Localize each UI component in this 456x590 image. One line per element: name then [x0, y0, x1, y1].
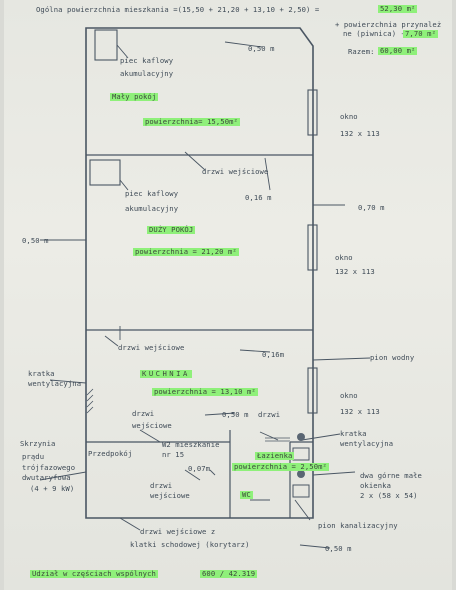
dim-2: 0,16 m	[245, 193, 272, 202]
pipe-markers	[297, 433, 305, 478]
box-label-4: dwutaryfowa	[22, 473, 71, 482]
box-label-1: Skrzynia	[20, 439, 56, 448]
cellar-value: 7,70 m²	[403, 29, 438, 38]
dim-4: 0,50 m	[22, 236, 49, 245]
sewer-pipe-label: pion kanalizacyjny	[318, 521, 398, 530]
window-2-size: 132 x 113	[335, 267, 375, 276]
top-windows-label-3: 2 x (58 x 54)	[360, 491, 418, 500]
dim-7: 0,07m	[188, 464, 211, 473]
window-1-size: 132 x 113	[340, 129, 380, 138]
total-area-label: Ogólna powierzchnia mieszkania =(15,50 +…	[36, 5, 320, 14]
stove-2-label-2: akumulacyjny	[125, 204, 179, 213]
window-3-name: okno	[340, 391, 358, 400]
vent-2-label-2: wentylacyjna	[340, 439, 394, 448]
large-room-name: DUŻY POKÓJ	[147, 225, 196, 234]
dim-5: 0,16m	[262, 350, 285, 359]
stove-1-label-1: piec kaflowy	[120, 56, 174, 65]
total-area-value: 52,30 m²	[378, 4, 418, 13]
share-value: 600 / 42.319	[200, 569, 258, 578]
entry-door-3-label-1: drzwi	[132, 409, 155, 418]
cellar-label-2: ne (piwnica) -	[343, 29, 405, 38]
main-door-label-1: drzwi wejściowe z	[140, 527, 216, 536]
dim-8: 0,50 m	[325, 544, 352, 553]
stove-2	[89, 159, 121, 186]
vent-1-label-1: kratka	[28, 369, 55, 378]
entry-door-3-label-2: wejściowe	[132, 421, 172, 430]
apartment-label-2: nr 15	[162, 450, 185, 459]
sum-label: Razem:	[348, 47, 375, 56]
vent-2-label-1: kratka	[340, 429, 367, 438]
box-label-5: (4 + 9 kW)	[30, 484, 75, 493]
water-pipe-label: pion wodny	[370, 353, 415, 362]
hall-label: Przedpokój	[88, 449, 133, 458]
window-3	[307, 367, 318, 414]
main-door-label-2: klatki schodowej (korytarz)	[130, 540, 250, 549]
stove-2-label-1: piec kaflowy	[125, 189, 179, 198]
dim-6: 0,50 m	[222, 410, 249, 419]
small-window-1	[292, 447, 310, 461]
entry-door-5-label-2: wejściowe	[150, 491, 190, 500]
cellar-label-1: + powierzchnia przynależ	[335, 20, 442, 29]
box-label-2: prądu	[22, 452, 45, 461]
top-windows-label-2: okienka	[360, 481, 391, 490]
dim-1: 0,50 m	[248, 44, 275, 53]
stove-1	[94, 29, 118, 61]
window-2	[307, 224, 318, 271]
small-room-area: powierzchnia= 15,50m²	[143, 117, 240, 126]
bathroom-name: Łazienka	[255, 451, 295, 460]
small-room-name: Mały pokój	[110, 92, 159, 101]
sum-value: 60,00 m²	[378, 46, 418, 55]
window-2-name: okno	[335, 253, 353, 262]
vent-1-label-2: wentylacyjna	[28, 379, 82, 388]
entry-door-5-label-1: drzwi	[150, 481, 173, 490]
entry-door-1: drzwi wejściowe	[202, 167, 269, 176]
large-room-area: powierzchnia = 21,20 m²	[133, 247, 239, 256]
box-label-3: trójfazowego	[22, 463, 76, 472]
entry-door-2: drzwi wejściowe	[118, 343, 185, 352]
outer-wall	[85, 27, 314, 519]
wc-name: WC	[240, 490, 253, 499]
small-window-2	[292, 484, 310, 498]
window-1	[307, 89, 318, 136]
kitchen-name: KUCHNIA	[140, 369, 192, 378]
apartment-label-1: W2 mieszkanie	[162, 440, 220, 449]
share-label: Udział w częściach wspólnych	[30, 569, 158, 578]
stove-1-label-2: akumulacyjny	[120, 69, 174, 78]
vent-hatch	[86, 388, 290, 442]
window-1-name: okno	[340, 112, 358, 121]
kitchen-area: powierzchnia = 13,10 m²	[152, 387, 258, 396]
entry-door-4: drzwi	[258, 410, 281, 419]
window-3-size: 132 x 113	[340, 407, 380, 416]
bathroom-area: powierzchnia = 2,50m²	[232, 462, 329, 471]
document-sheet	[4, 0, 452, 590]
dim-3: 0,70 m	[358, 203, 385, 212]
top-windows-label-1: dwa górne małe	[360, 471, 422, 480]
